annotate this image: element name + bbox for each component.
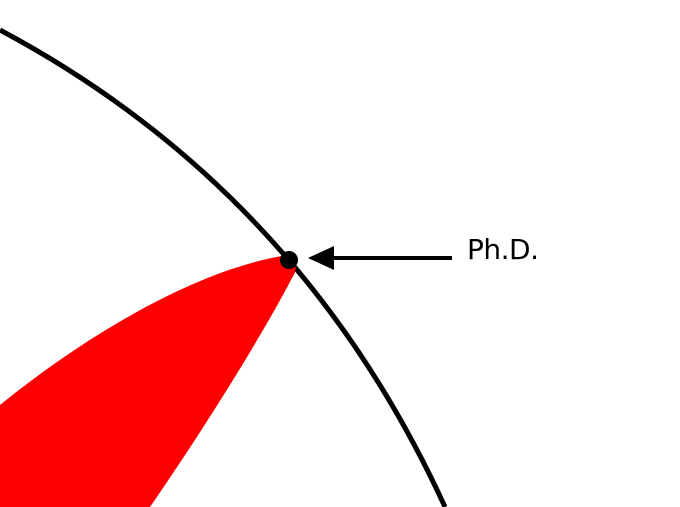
specialization-bump xyxy=(0,256,296,507)
phd-label: Ph.D. xyxy=(467,233,539,266)
arrow-head-icon xyxy=(308,246,334,270)
knowledge-boundary-arc xyxy=(0,27,448,507)
phd-point-marker xyxy=(280,251,298,269)
